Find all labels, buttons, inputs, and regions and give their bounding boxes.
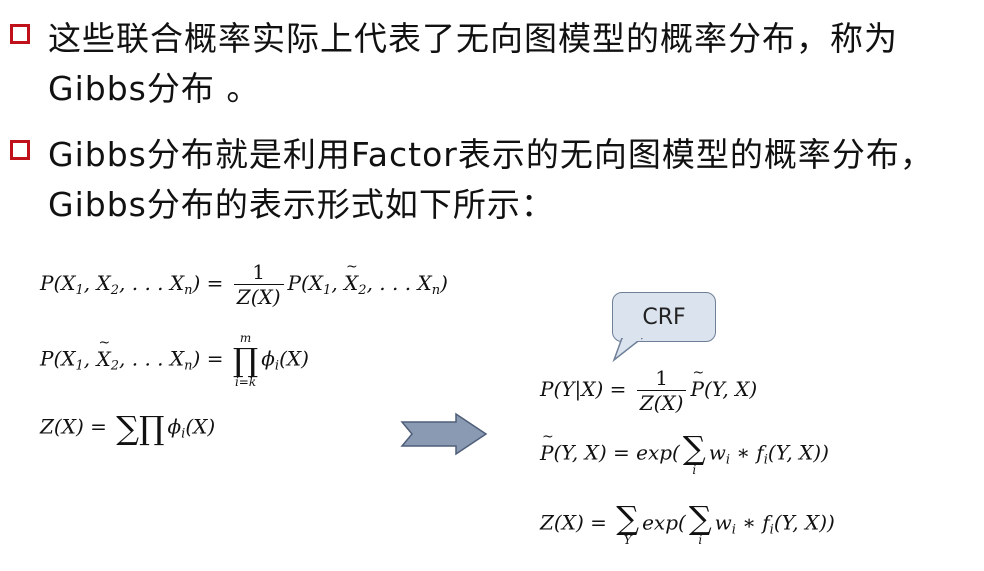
product-lower-limit: i=k <box>234 375 257 389</box>
sum-operator: ∑i <box>688 499 712 547</box>
bullet-square-icon <box>10 24 30 44</box>
fraction-denominator: Z(X) <box>639 391 684 415</box>
product-upper-limit: m <box>239 331 252 345</box>
sum-lower-limit: i <box>692 463 697 477</box>
bullet-square-icon <box>10 140 30 160</box>
bullet-2-text: Gibbs分布就是利用Factor表示的无向图模型的概率分布，Gibbs分布的表… <box>48 135 934 224</box>
fraction-denominator: Z(X) <box>236 285 281 309</box>
sum-operator: ∑i <box>682 429 706 477</box>
formula-factor-product: P(X1, X2, . . . Xn) = m∏i=kϕi(X) <box>40 332 309 388</box>
bullet-1: 这些联合概率实际上代表了无向图模型的概率分布，称为Gibbs分布 。 <box>10 14 950 114</box>
formula-crf-unnormalized: P(Y, X) = exp(∑iwi ∗ fi(Y, X)) <box>540 432 829 476</box>
partition-lhs: Z(X) = <box>40 414 114 439</box>
sum-operator: ∑Y <box>616 499 640 547</box>
crf-callout-label: CRF <box>642 304 686 330</box>
formula-joint-probability: P(X1, X2, . . . Xn) = 1Z(X)P(X1, X2, . .… <box>40 260 448 309</box>
sum-lower-limit: i <box>698 533 703 547</box>
right-arrow-icon <box>400 412 488 456</box>
fraction-numerator: 1 <box>233 260 284 285</box>
product-operator: m∏i=k <box>232 331 259 389</box>
fraction-numerator: 1 <box>636 366 687 391</box>
crf-callout: CRF <box>612 292 716 342</box>
formula-crf-probability: P(Y|X) = 1Z(X)P(Y, X) <box>540 366 757 415</box>
bullet-1-text: 这些联合概率实际上代表了无向图模型的概率分布，称为Gibbs分布 。 <box>48 19 898 108</box>
formula-partition-function: Z(X) = ∑∏ϕi(X) <box>40 409 216 447</box>
callout-tail-icon <box>612 338 644 362</box>
sum-lower-limit: Y <box>623 533 632 547</box>
bullet-2: Gibbs分布就是利用Factor表示的无向图模型的概率分布，Gibbs分布的表… <box>10 130 970 230</box>
